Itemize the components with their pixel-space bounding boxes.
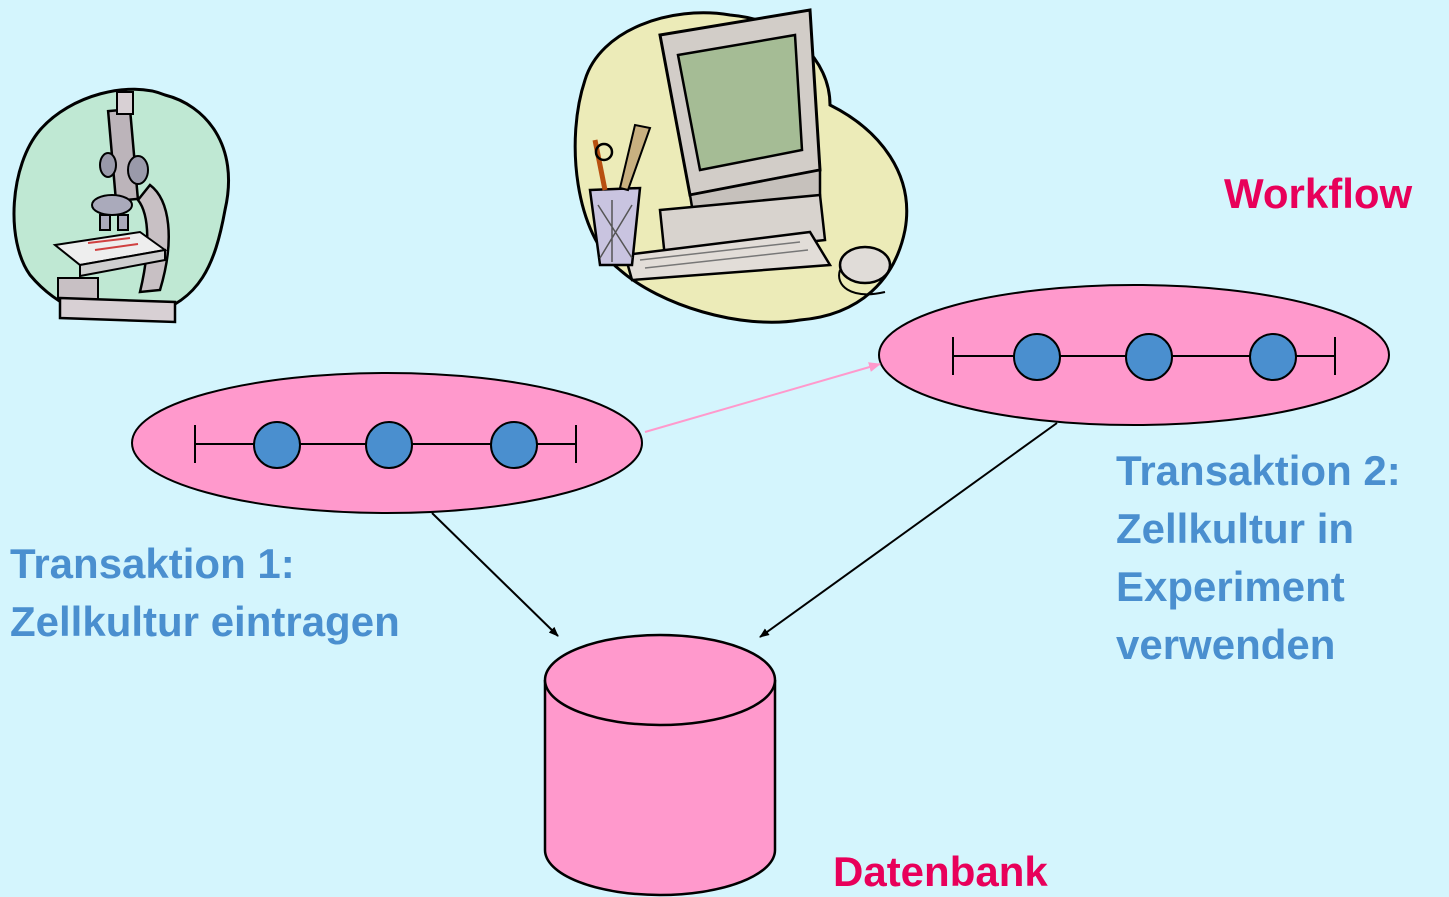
transaction-2-ellipse [878,284,1390,426]
transaction-1-title: Transaktion 1: [10,540,295,587]
transaction-1-step-2 [365,421,413,469]
transaction-2-step-1 [1013,333,1061,381]
transaction-2-step-2 [1125,333,1173,381]
transaction-1-description: Zellkultur eintragen [10,598,400,645]
transaction-2-description-line-2: Experiment [1116,563,1345,610]
transaction-1-step-1 [253,421,301,469]
transaction-2-description-line-3: verwenden [1116,621,1336,668]
transaction-2-label: Transaktion 2: Zellkultur in Experiment … [1116,442,1401,674]
transaction-1-label: Transaktion 1: Zellkultur eintragen [10,535,400,651]
workflow-arrow [644,362,881,433]
transaction-1-to-database-arrow [431,512,559,637]
transaction-2-description-line-1: Zellkultur in [1116,505,1355,552]
transaction-2-title: Transaktion 2: [1116,447,1401,494]
transaction-2-to-database-arrow [759,422,1058,638]
transaction-1-ellipse [131,372,643,514]
workflow-label: Workflow [1224,170,1413,217]
microscope-icon [12,87,231,324]
computer-icon [573,8,909,324]
transaction-1-step-3 [490,421,538,469]
database-cylinder [543,633,777,897]
transaction-2-step-3 [1249,333,1297,381]
database-label: Datenbank [833,848,1048,895]
